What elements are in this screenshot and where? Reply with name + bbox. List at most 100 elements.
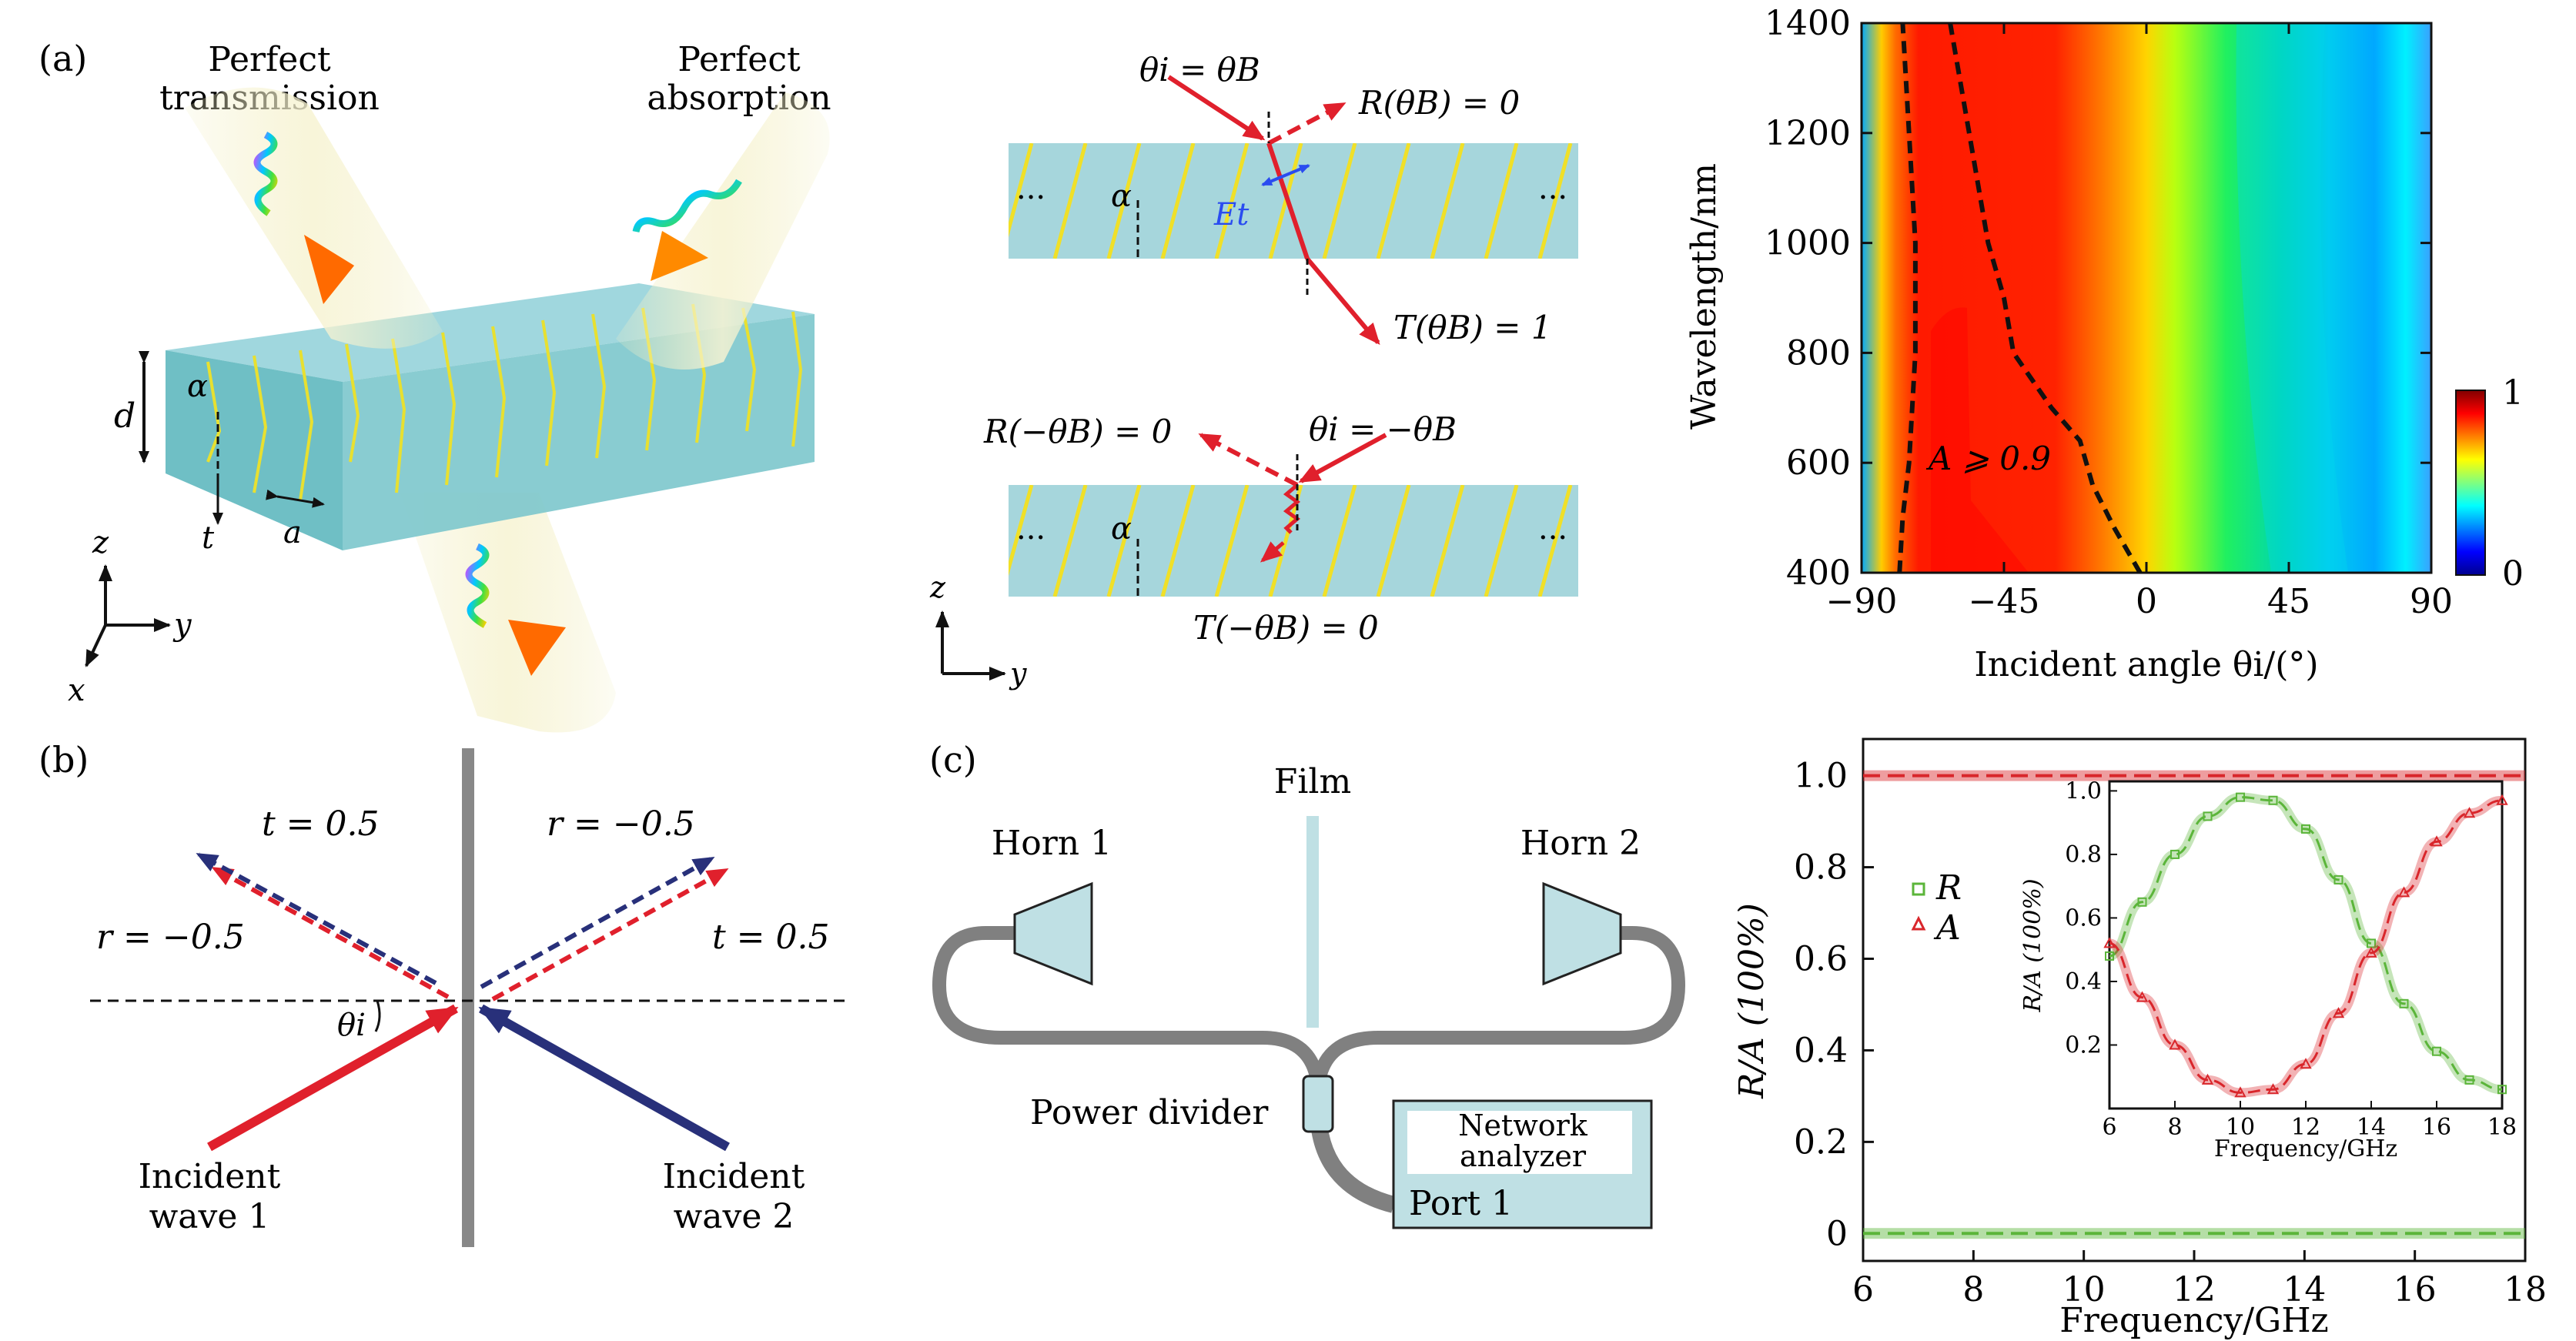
absorption-beam (616, 92, 830, 370)
alpha-bottom: α (1111, 511, 1132, 547)
port1-label: Port 1 (1409, 1184, 1513, 1223)
horn1-label: Horn 1 (992, 824, 1112, 863)
inset-y-tick-label: 0.4 (2065, 968, 2102, 995)
axes-xyz (85, 564, 171, 667)
colorbar-max: 1 (2502, 373, 2524, 413)
wave2-line2: wave 2 (674, 1197, 795, 1236)
wave2-line1: Incident (663, 1157, 805, 1196)
main-y-tick-label: 1.0 (1794, 757, 1848, 796)
main-x-tick-label: 10 (2062, 1270, 2106, 1309)
inset-x-tick-label: 16 (2422, 1114, 2451, 1141)
inset-x-tick-label: 14 (2357, 1114, 2386, 1141)
b-r-left: r = −0.5 (96, 918, 245, 957)
axis-y-mid: y (1009, 657, 1027, 691)
ellipsis-left-top: ··· (1016, 180, 1045, 216)
power-divider-box (1302, 1075, 1334, 1133)
trans-right-red (491, 868, 729, 1002)
theta-i-eq-minus-theta-b: θi = −θB (1309, 410, 1457, 448)
b-r-right: r = −0.5 (547, 804, 695, 844)
inset-y-tick-label: 1.0 (2065, 778, 2102, 804)
main-x-tick-label: 16 (2394, 1270, 2437, 1309)
main-ylabel: R/A (100%) (1732, 903, 1771, 1099)
inset-point-R (2432, 1046, 2441, 1056)
analyzer-label-1: Network (1458, 1109, 1588, 1142)
inset-point-A (2169, 1038, 2181, 1050)
main-x-tick-label: 18 (2504, 1270, 2547, 1309)
heatmap-x-tick-label: −90 (1826, 582, 1898, 621)
panel-b-label: (b) (38, 739, 89, 781)
main-series (1863, 770, 2525, 1239)
main-y-ticks: 00.20.40.60.81.0 (1794, 757, 1874, 1253)
inset-x-tick-label: 10 (2226, 1114, 2255, 1141)
inset-point-A (2234, 1086, 2246, 1098)
wave-icon-transmission (253, 132, 354, 304)
colorbar (2455, 390, 2486, 576)
panel-a-cross-sections: ··· ··· α θi = θB R(θB) = 0 Et T(θB) = 1… (929, 51, 1578, 691)
inset-y-tick-label: 0.2 (2065, 1032, 2102, 1058)
horn2-label: Horn 2 (1521, 824, 1641, 863)
perfect-absorption-line1: Perfect (677, 40, 801, 79)
inset-point-R (2333, 874, 2343, 885)
wave1-line2: wave 1 (149, 1197, 270, 1236)
incident-wave-1-arrow (207, 1004, 459, 1152)
b-theta-i: θi (337, 1008, 366, 1043)
film-label: Film (1274, 762, 1351, 801)
inset-xlabel: Frequency/GHz (2214, 1135, 2397, 1162)
symbol-alpha-3d: α (187, 369, 208, 404)
incident-wave-2-arrow (478, 1004, 730, 1152)
inset-x-tick-label: 6 (2102, 1114, 2116, 1141)
heatmap-y-tick-label: 800 (1786, 333, 1851, 373)
axis-x-label: x (68, 673, 85, 708)
t-minus-theta-b: T(−θB) = 0 (1193, 609, 1379, 647)
heatmap-y-tick-label: 1000 (1765, 224, 1851, 263)
inset-point-R (2203, 811, 2213, 821)
main-y-tick-label: 0.8 (1794, 848, 1848, 888)
main-y-tick-label: 0.6 (1794, 939, 1848, 978)
reflect-left-red (211, 866, 450, 999)
inset-point-R (2236, 792, 2245, 802)
e-t-label: Et (1213, 197, 1250, 232)
panel-c-setup: (c) Film Horn 1 Horn 2 Power divider Net… (929, 739, 1686, 1229)
b-t-right: t = 0.5 (712, 918, 830, 957)
main-x-tick-label: 6 (1852, 1270, 1874, 1309)
ellipsis-right-bottom: ··· (1538, 520, 1567, 556)
film-top (1009, 143, 1578, 259)
heatmap-annotation: A ⩾ 0.9 (1925, 440, 2051, 477)
inset-point-R (2105, 951, 2114, 961)
inset-series (2103, 792, 2508, 1098)
inset-point-A (2496, 794, 2508, 805)
inset-point-A (2300, 1058, 2312, 1069)
film-bottom (1009, 485, 1578, 597)
wave1-line1: Incident (139, 1157, 281, 1196)
ellipsis-right-top: ··· (1538, 180, 1567, 216)
heatmap-x-tick-label: 45 (2267, 582, 2310, 621)
heatmap-y-tick-label: 1200 (1765, 114, 1851, 153)
heatmap-y-tick-label: 1400 (1765, 4, 1851, 43)
heatmap-x-tick-label: 0 (2136, 582, 2157, 621)
power-divider-label: Power divider (1030, 1093, 1269, 1132)
heatmap-ylabel: Wavelength/nm (1684, 163, 1724, 430)
inset-point-R (2464, 1075, 2474, 1085)
legend-r-label: R (1935, 868, 1962, 908)
inset-point-A (2463, 807, 2476, 818)
legend-r-marker (1912, 882, 1925, 896)
theta-i-eq-theta-b: θi = θB (1139, 51, 1260, 89)
heatmap-field (1862, 23, 2431, 573)
contour-right (1948, 22, 2143, 574)
r-minus-theta-b: R(−θB) = 0 (983, 413, 1172, 450)
legend-a-marker (1911, 915, 1926, 931)
horn-2 (1542, 881, 1622, 986)
main-y-tick-label: 0.2 (1794, 1122, 1848, 1162)
inset-point-A (2136, 991, 2149, 1002)
heatmap-x-tick-label: 90 (2410, 582, 2453, 621)
wave-icon-transmitted (465, 543, 566, 676)
colorbar-min: 0 (2502, 554, 2524, 594)
heatmap-deep-red-region (1931, 307, 2029, 573)
alpha-top: α (1111, 179, 1132, 214)
main-x-tick-label: 14 (2283, 1270, 2326, 1309)
